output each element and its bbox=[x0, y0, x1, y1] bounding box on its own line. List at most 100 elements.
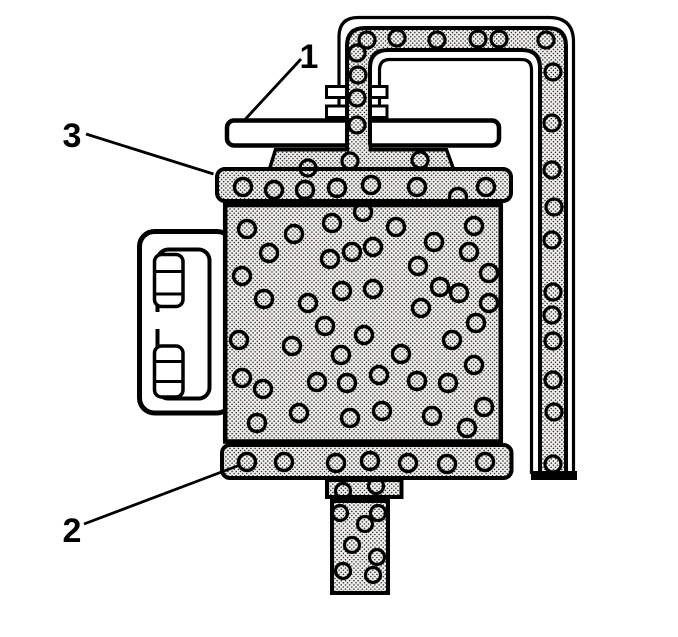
hole bbox=[429, 276, 451, 298]
hole bbox=[360, 174, 382, 196]
hole bbox=[236, 451, 258, 473]
hole bbox=[387, 28, 407, 48]
hole bbox=[339, 407, 361, 429]
hole bbox=[407, 255, 429, 277]
neck-tube-junction-patch bbox=[349, 144, 369, 152]
hole bbox=[228, 329, 250, 351]
hole bbox=[331, 280, 353, 302]
hole bbox=[362, 236, 384, 258]
hole bbox=[340, 151, 360, 171]
tube-top-run-holes bbox=[357, 28, 556, 50]
hole bbox=[410, 150, 430, 170]
upper-flange-holes bbox=[232, 174, 497, 208]
hole bbox=[456, 417, 478, 439]
hole bbox=[368, 503, 388, 523]
hole bbox=[436, 453, 458, 475]
pipe-inner-casing-line bbox=[377, 57, 534, 474]
hole bbox=[348, 65, 368, 85]
hole bbox=[357, 30, 377, 50]
pipe-end-cap bbox=[531, 471, 577, 480]
hole bbox=[542, 230, 562, 250]
callout-3-leader-line bbox=[85, 132, 214, 176]
hole bbox=[397, 452, 419, 474]
hole bbox=[342, 535, 362, 555]
hole bbox=[544, 197, 564, 217]
callout-3: 3 bbox=[63, 117, 214, 176]
hole bbox=[347, 43, 367, 63]
hole bbox=[330, 503, 350, 523]
connector-terminal-upper bbox=[152, 252, 185, 309]
callout-1-label: 1 bbox=[300, 38, 319, 76]
hole bbox=[359, 450, 381, 472]
hole bbox=[263, 179, 285, 201]
hole bbox=[437, 372, 459, 394]
hole bbox=[410, 297, 432, 319]
hole bbox=[347, 88, 367, 108]
hole bbox=[473, 396, 495, 418]
hole bbox=[371, 400, 393, 422]
hole bbox=[441, 329, 463, 351]
hole bbox=[543, 62, 563, 82]
hole bbox=[542, 305, 562, 325]
hole bbox=[544, 402, 564, 422]
outlet-pipe-holes bbox=[330, 503, 388, 585]
hole bbox=[319, 248, 341, 270]
hole bbox=[427, 30, 447, 50]
tube-riser-holes bbox=[347, 43, 368, 135]
hole bbox=[297, 292, 319, 314]
callout-2: 2 bbox=[63, 463, 241, 550]
hole bbox=[463, 354, 485, 376]
tube-down-run-holes bbox=[542, 62, 564, 474]
hole bbox=[294, 179, 316, 201]
lower-flange bbox=[220, 443, 514, 480]
hole bbox=[306, 371, 328, 393]
callout-2-label: 2 bbox=[63, 512, 82, 550]
vent-tube-inner-edge bbox=[368, 48, 542, 475]
hole bbox=[281, 335, 303, 357]
hole bbox=[352, 201, 374, 223]
hole bbox=[362, 278, 384, 300]
hole bbox=[258, 242, 280, 264]
hole bbox=[231, 367, 253, 389]
hole bbox=[231, 265, 253, 287]
hole bbox=[423, 231, 445, 253]
hole bbox=[253, 288, 275, 310]
lower-flange-holes bbox=[236, 450, 496, 475]
hole bbox=[298, 158, 318, 178]
callout-1-leader-line bbox=[244, 58, 303, 120]
hole bbox=[489, 29, 509, 49]
hole bbox=[252, 378, 274, 400]
hole bbox=[232, 176, 254, 198]
hole bbox=[542, 160, 562, 180]
hole bbox=[333, 561, 353, 581]
hole bbox=[353, 324, 375, 346]
hole bbox=[333, 481, 353, 501]
hole bbox=[478, 262, 500, 284]
hole bbox=[336, 372, 358, 394]
callout-2-leader-line bbox=[83, 463, 241, 526]
hole bbox=[288, 402, 310, 424]
bracket-ring-gap bbox=[150, 312, 162, 329]
hole bbox=[448, 282, 470, 304]
hole bbox=[363, 565, 383, 585]
hole bbox=[542, 113, 562, 133]
hole bbox=[543, 282, 563, 302]
hole bbox=[478, 292, 500, 314]
hole bbox=[368, 364, 390, 386]
hole bbox=[314, 315, 336, 337]
vent-tube-outer-edge bbox=[345, 26, 568, 475]
mounting-bracket bbox=[137, 229, 235, 416]
hole bbox=[475, 176, 497, 198]
hole bbox=[283, 223, 305, 245]
hole bbox=[347, 115, 367, 135]
hole bbox=[468, 29, 488, 49]
hole bbox=[458, 241, 480, 263]
hole bbox=[330, 344, 352, 366]
outlet-step-holes bbox=[333, 476, 386, 501]
hole bbox=[325, 452, 347, 474]
hole bbox=[385, 216, 407, 238]
hole bbox=[246, 412, 268, 434]
hole bbox=[390, 343, 412, 365]
hole bbox=[474, 451, 496, 473]
